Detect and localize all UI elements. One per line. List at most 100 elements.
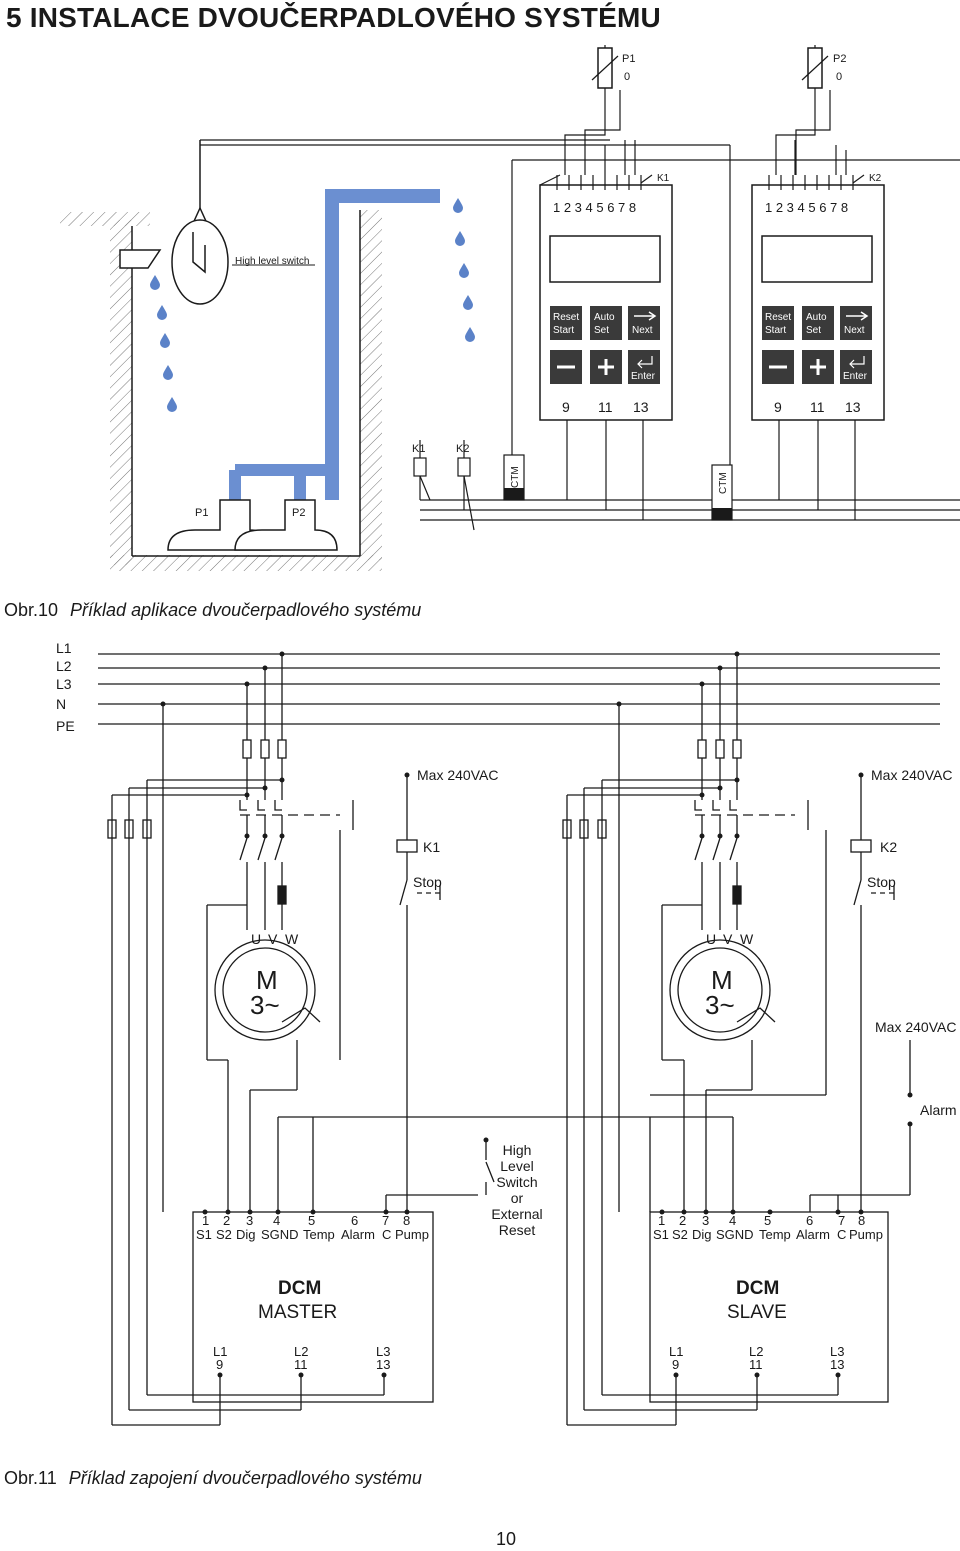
relay-k2 — [457, 457, 471, 477]
ctm-2-label: CTM — [718, 472, 729, 494]
controller-1-reset-button[interactable] — [550, 306, 582, 340]
enter-icon — [637, 356, 653, 369]
slave-motor-3: 3~ — [705, 990, 735, 1020]
slave-stop-label: Stop — [867, 874, 896, 890]
slave-v-label: V — [723, 931, 733, 947]
master-w-label: W — [285, 931, 299, 947]
controller-1-auto-button[interactable] — [590, 306, 622, 340]
slave-u-label: U — [706, 931, 716, 947]
controller-2-auto-button[interactable] — [802, 306, 834, 340]
slave-w-label: W — [740, 931, 754, 947]
slave-pin-1: 1 — [658, 1213, 665, 1228]
controller-1-t13: 13 — [633, 399, 649, 415]
slave-bottom-l2: L2 — [749, 1344, 763, 1359]
controller-2-k2-label: K2 — [869, 173, 882, 184]
slave-pin-s2: S2 — [672, 1227, 688, 1242]
master-pin-alarm: Alarm — [341, 1227, 375, 1242]
inflow-pipe — [119, 249, 162, 269]
pump-p1-label: P1 — [195, 507, 208, 519]
junction-dots — [160, 651, 913, 1378]
slave-motor-m: M — [711, 965, 733, 995]
slave-pin-s1: S1 — [653, 1227, 669, 1242]
sensor-p2-sub: 0 — [836, 71, 842, 83]
master-pin-4: 4 — [273, 1213, 280, 1228]
figure-10-caption-number: Obr.10 — [4, 600, 59, 620]
sensor-p1-label: P1 — [622, 53, 635, 65]
master-pin-7: 7 — [382, 1213, 389, 1228]
figure-10: P1 P2 High level switch P1 0 — [60, 45, 960, 571]
figure-11-caption-text: Příklad zapojení dvoučerpadlového systém… — [68, 1468, 422, 1488]
master-stop-label: Stop — [413, 874, 442, 890]
controller-2-auto-text: Auto — [806, 312, 827, 323]
controller-1-next-button[interactable] — [628, 306, 660, 340]
slave-bottom-l3: L3 — [830, 1344, 844, 1359]
controller-1-start-text: Start — [553, 325, 574, 336]
k1-coil-label: K1 — [423, 839, 440, 855]
master-bottom-l2: L2 — [294, 1344, 308, 1359]
controller-2-terminals: 1 2 3 4 5 6 7 8 — [765, 200, 848, 215]
slave-pin-sgnd: SGND — [716, 1227, 754, 1242]
alarm-label: Alarm — [920, 1102, 957, 1118]
controller-2-start-text: Start — [765, 325, 786, 336]
pump-p2-label: P2 — [292, 507, 305, 519]
high-level-line-2: Level — [500, 1158, 533, 1174]
ctm-1-label: CTM — [510, 466, 521, 488]
controller-2-set-text: Set — [806, 325, 821, 336]
figure-10-caption-text: Příklad aplikace dvoučerpadlového systém… — [70, 600, 422, 620]
master-bottom-9: 9 — [216, 1357, 223, 1372]
slave-pin-6: 6 — [806, 1213, 813, 1228]
controller-2-enter-button[interactable] — [840, 350, 872, 384]
slave-pin-8: 8 — [858, 1213, 865, 1228]
master-bottom-l3: L3 — [376, 1344, 390, 1359]
slave-bottom-9: 9 — [672, 1357, 679, 1372]
master-pin-8: 8 — [403, 1213, 410, 1228]
arrow-right-icon — [634, 311, 657, 321]
master-dcm-title: DCM — [278, 1278, 321, 1299]
slave-dcm-role: SLAVE — [727, 1302, 787, 1323]
controller-1-terminals: 1 2 3 4 5 6 7 8 — [553, 200, 636, 215]
master-pin-5: 5 — [308, 1213, 315, 1228]
controller-2-next-button[interactable] — [840, 306, 872, 340]
slave-pin-7: 7 — [838, 1213, 845, 1228]
controller-1-t9: 9 — [562, 399, 570, 415]
slave-pin-c: C — [837, 1227, 846, 1242]
controller-1-reset-text: Reset — [553, 312, 579, 323]
slave-pin-dig: Dig — [692, 1227, 712, 1242]
bus-l1-label: L1 — [56, 640, 72, 656]
wall-left-hatch — [110, 220, 132, 565]
master-pin-sgnd: SGND — [261, 1227, 299, 1242]
master-pin-c: C — [382, 1227, 391, 1242]
high-level-line-6: Reset — [499, 1222, 536, 1238]
pump-p2 — [234, 499, 338, 551]
master-bottom-l1: L1 — [213, 1344, 227, 1359]
controller-2-t11: 11 — [810, 399, 825, 415]
slave-pin-alarm: Alarm — [796, 1227, 830, 1242]
slave-bottom-l1: L1 — [669, 1344, 683, 1359]
floor-hatch — [110, 555, 382, 571]
controller-2-reset-button[interactable] — [762, 306, 794, 340]
sensor-p2-label: P2 — [833, 53, 846, 65]
plus-icon — [598, 359, 614, 375]
figure-10-caption: Obr.10 Příklad aplikace dvoučerpadlového … — [4, 600, 421, 621]
master-pin-3: 3 — [246, 1213, 253, 1228]
master-motor-3: 3~ — [250, 990, 280, 1020]
relay-k1 — [413, 457, 427, 477]
slave-pin-pump: Pump — [849, 1227, 883, 1242]
plus-icon — [810, 359, 826, 375]
master-pin-pump: Pump — [395, 1227, 429, 1242]
alarm-max-voltage: Max 240VAC — [875, 1019, 956, 1035]
slave-dcm-title: DCM — [736, 1278, 779, 1299]
relay-k1-label: K1 — [412, 443, 425, 455]
top-left-hatch — [60, 212, 150, 226]
discharge-pipe — [325, 189, 440, 203]
slave-pin-temp: Temp — [759, 1227, 791, 1242]
master-pin-2: 2 — [223, 1213, 230, 1228]
master-motor-m: M — [256, 965, 278, 995]
master-v-label: V — [268, 931, 278, 947]
controller-1-enter-button[interactable] — [628, 350, 660, 384]
bus-pe-label: PE — [56, 718, 75, 734]
slave-pin-2: 2 — [679, 1213, 686, 1228]
controller-2-display — [761, 235, 873, 283]
slave-pin-4: 4 — [729, 1213, 736, 1228]
